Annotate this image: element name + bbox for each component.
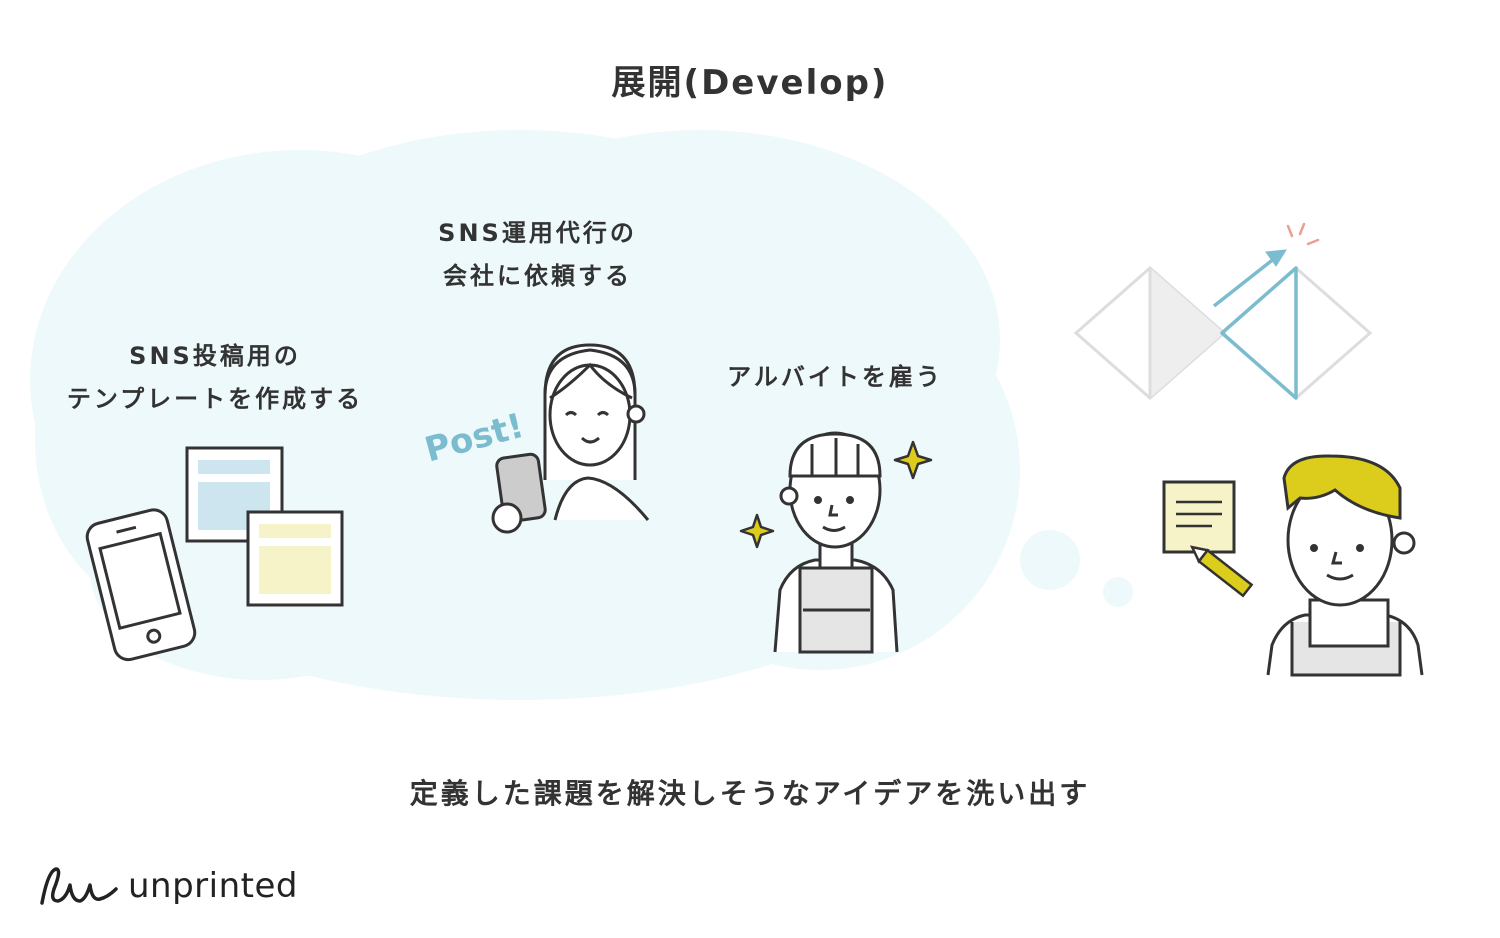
diamond-process-icon <box>1073 266 1373 400</box>
parttimer-figure <box>773 431 899 654</box>
idea-agency-label: SNS運用代行の 会社に依頼する <box>420 212 655 298</box>
idea-template-line2: テンプレートを作成する <box>66 385 364 413</box>
woman-figure <box>491 343 650 534</box>
idea-hire-line1: アルバイトを雇う <box>727 363 943 391</box>
idea-template-line1: SNS投稿用の <box>129 342 301 370</box>
idea-agency-line1: SNS運用代行の <box>438 219 637 247</box>
caption: 定義した課題を解決しそうなアイデアを洗い出す <box>409 777 1091 810</box>
brand-name: unprinted <box>128 866 298 906</box>
designer-figure <box>1266 454 1424 677</box>
unprinted-logo-mark-icon <box>40 867 118 905</box>
idea-agency-line2: 会社に依頼する <box>443 262 632 290</box>
memo-icon <box>1162 480 1236 554</box>
arrow-up-right-icon <box>1212 249 1287 308</box>
template-sheet-icon <box>185 446 344 607</box>
brand-logo: unprinted <box>38 858 298 914</box>
spark-lines <box>1286 222 1320 246</box>
sparkle-icon <box>739 440 933 549</box>
page-title: 展開(Develop) <box>611 63 889 103</box>
idea-template-label: SNS投稿用の テンプレートを作成する <box>60 335 370 421</box>
idea-hire-label: アルバイトを雇う <box>720 356 950 399</box>
pencil-icon <box>1189 545 1254 598</box>
phone-icon <box>85 508 197 662</box>
